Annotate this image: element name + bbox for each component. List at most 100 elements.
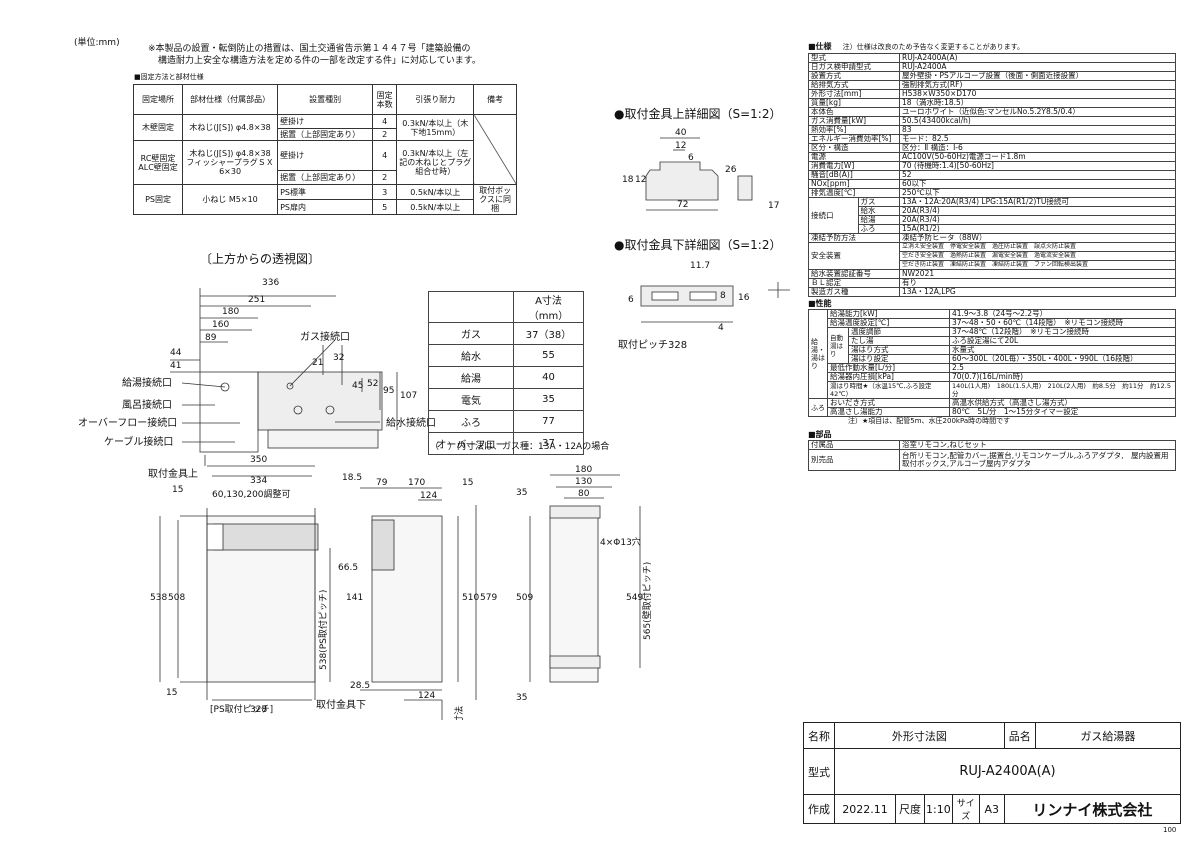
dim-538: 538 — [150, 593, 167, 603]
spec-label: 型式 — [808, 53, 900, 63]
spec-label: 外形寸法[mm] — [808, 89, 900, 99]
spec-value: 13A・12A,LPG — [899, 287, 1176, 297]
perf-value: 140L(1人用) 180L(1.5人用) 210L(2人用) 約8.5分 約1… — [948, 381, 1177, 399]
spec-label: 接続口 — [808, 197, 859, 234]
dim-579: 579 — [480, 593, 497, 603]
perf-footnote: 注）★項目は、配管5m、水圧200kPa時の時間です — [848, 417, 1011, 425]
parts-table: 付属品浴室リモコン,ねじセット 別売品台所リモコン,配管カバー,据置台,リモコン… — [808, 440, 1176, 471]
tb-size-label: サイズ — [951, 794, 980, 824]
dim-b12: 12 — [675, 141, 686, 151]
spec-value: 20A(R3/4) — [899, 206, 1176, 216]
perf-label: 湯はり設定 — [848, 354, 950, 364]
label-hot: 給湯接続口 — [122, 376, 172, 389]
a-row: ふろ — [428, 410, 514, 433]
dim-b72: 72 — [677, 200, 688, 210]
spec-title: ■仕様 — [808, 42, 832, 51]
perf-label: たし湯 — [848, 336, 950, 346]
perf-label: 湯はり時間★（水温15℃,ふろ設定42℃） — [827, 381, 950, 399]
tb-scale-label: 尺度 — [895, 794, 925, 824]
cell: 0.5kN/本以上 — [396, 199, 475, 215]
dim-130: 130 — [575, 477, 592, 487]
perf-sub: 自動湯はり — [827, 327, 849, 364]
dim-80: 80 — [578, 489, 590, 499]
spec-label: 消費電力[W] — [808, 161, 900, 171]
parts-label: 付属品 — [808, 440, 900, 450]
spec-label: 熱効率[%] — [808, 125, 900, 135]
spec-value: 強制排気方式(RF) — [899, 80, 1176, 90]
tb-model-label: 型式 — [803, 748, 835, 795]
spec-value: 13A・12A:20A(R3/4) LPG:15A(R1/2)TU接続可 — [899, 197, 1176, 207]
unit-label: (単位:mm) — [74, 38, 120, 48]
perf-label: 給湯温度設定[℃] — [827, 318, 950, 328]
dim-45: 45 — [352, 381, 363, 391]
label-cable: ケーブル接続口 — [104, 435, 173, 448]
dim-adjust: 60,130,200調整可 — [212, 488, 291, 500]
spec-value: 20A(R3/4) — [899, 215, 1176, 225]
dim-18-5: 18.5 — [342, 473, 362, 483]
spec-sublabel: ふろ — [857, 224, 901, 234]
title-block: 名称 外形寸法図 品名 ガス給湯器 型式 RUJ-A2400A(A) 作成 20… — [803, 722, 1182, 824]
cell: 4 — [372, 140, 398, 171]
tb-size: A3 — [978, 794, 1005, 824]
col-count: 固定本数 — [372, 84, 398, 115]
spec-value: ユーロホワイト（近似色:マンセルNo.5.2Y8.5/0.4） — [899, 107, 1176, 117]
a-row: ガス — [428, 322, 514, 345]
spec-label: NOx[ppm] — [808, 179, 900, 189]
a-row: 給水 — [428, 344, 514, 367]
spec-label: 製造ガス種 — [808, 287, 900, 297]
spec-label: 排気温度[℃] — [808, 188, 900, 198]
wall-pitch: 565(壁取付ピッチ) — [641, 562, 653, 640]
col-note: 備考 — [473, 84, 517, 115]
perf-label: 温度調節 — [848, 327, 950, 337]
water-port — [325, 405, 335, 415]
dim-l6: 6 — [628, 295, 634, 305]
spec-value: RUJ-A2400A(A) — [899, 53, 1176, 63]
spec-label: ＢＬ認定 — [808, 278, 900, 288]
dim-l11: 11.7 — [690, 261, 710, 271]
dim-180r: 180 — [575, 465, 592, 475]
cell-note-empty — [473, 114, 517, 185]
tb-company: リンナイ株式会社 — [1003, 794, 1182, 824]
dim-508: 508 — [168, 593, 185, 603]
perf-value: 70(0.7)(16L/min時) — [948, 372, 1177, 382]
dim-b17: 17 — [768, 201, 779, 211]
a-val: 37（38） — [513, 322, 584, 345]
cell: 木ねじ(J[S]) φ4.8×38 — [182, 114, 279, 141]
a-dim-note: （ ）内寸法は、ガス種：13A・12Aの場合 — [430, 442, 610, 452]
perf-table: 給湯・湯はり給湯能力[kW]41.9〜3.8（24号〜2.2号）給湯温度設定[℃… — [808, 309, 1177, 417]
spec-label: 設置方式 — [808, 71, 900, 81]
dim-21: 21 — [312, 358, 323, 368]
spec-label: ガス消費量[kW] — [808, 116, 900, 126]
perf-side: ふろ — [808, 398, 828, 417]
perf-value: 41.9〜3.8（24号〜2.2号） — [948, 309, 1177, 319]
top-view-title: 〔上方からの透視図〕 — [200, 252, 321, 266]
spec-label: 本体色 — [808, 107, 900, 117]
dim-251: 251 — [248, 295, 265, 305]
parts-title: ■部品 — [808, 430, 832, 439]
a-val: 55 — [513, 344, 584, 367]
parts-value: 台所リモコン,配管カバー,据置台,リモコンケーブル,ふろアダプタ, 屋内設置用取… — [899, 449, 1176, 471]
front-bracket-upper: 取付金具上 — [148, 467, 198, 480]
top-view-outline — [199, 371, 259, 453]
dim-b12b: 12 — [635, 175, 646, 185]
a-val: 40 — [513, 366, 584, 389]
label-overflow: オーバーフロー接続口 — [78, 416, 177, 429]
spec-value: 屋外壁掛・PSアルコーブ設置（後面・側面近接設置） — [899, 71, 1176, 81]
a-val: 35 — [513, 388, 584, 411]
dim-35b: 35 — [516, 693, 527, 703]
dim-66-5: 66.5 — [338, 563, 358, 573]
front-bracket-lower: 取付金具下 — [316, 698, 366, 711]
dim-509: 509 — [516, 593, 533, 603]
perf-label: おいだき方式 — [827, 398, 950, 408]
parts-label: 別売品 — [808, 449, 900, 471]
spec-label: 質量[kg] — [808, 98, 900, 108]
rear-body — [549, 515, 599, 683]
perf-label: 高温さし湯能力 — [827, 407, 950, 417]
dim-52: 52 — [367, 379, 378, 389]
dim-334: 334 — [250, 476, 267, 486]
cell: 5 — [372, 199, 398, 215]
tb-made-label: 作成 — [803, 794, 835, 824]
